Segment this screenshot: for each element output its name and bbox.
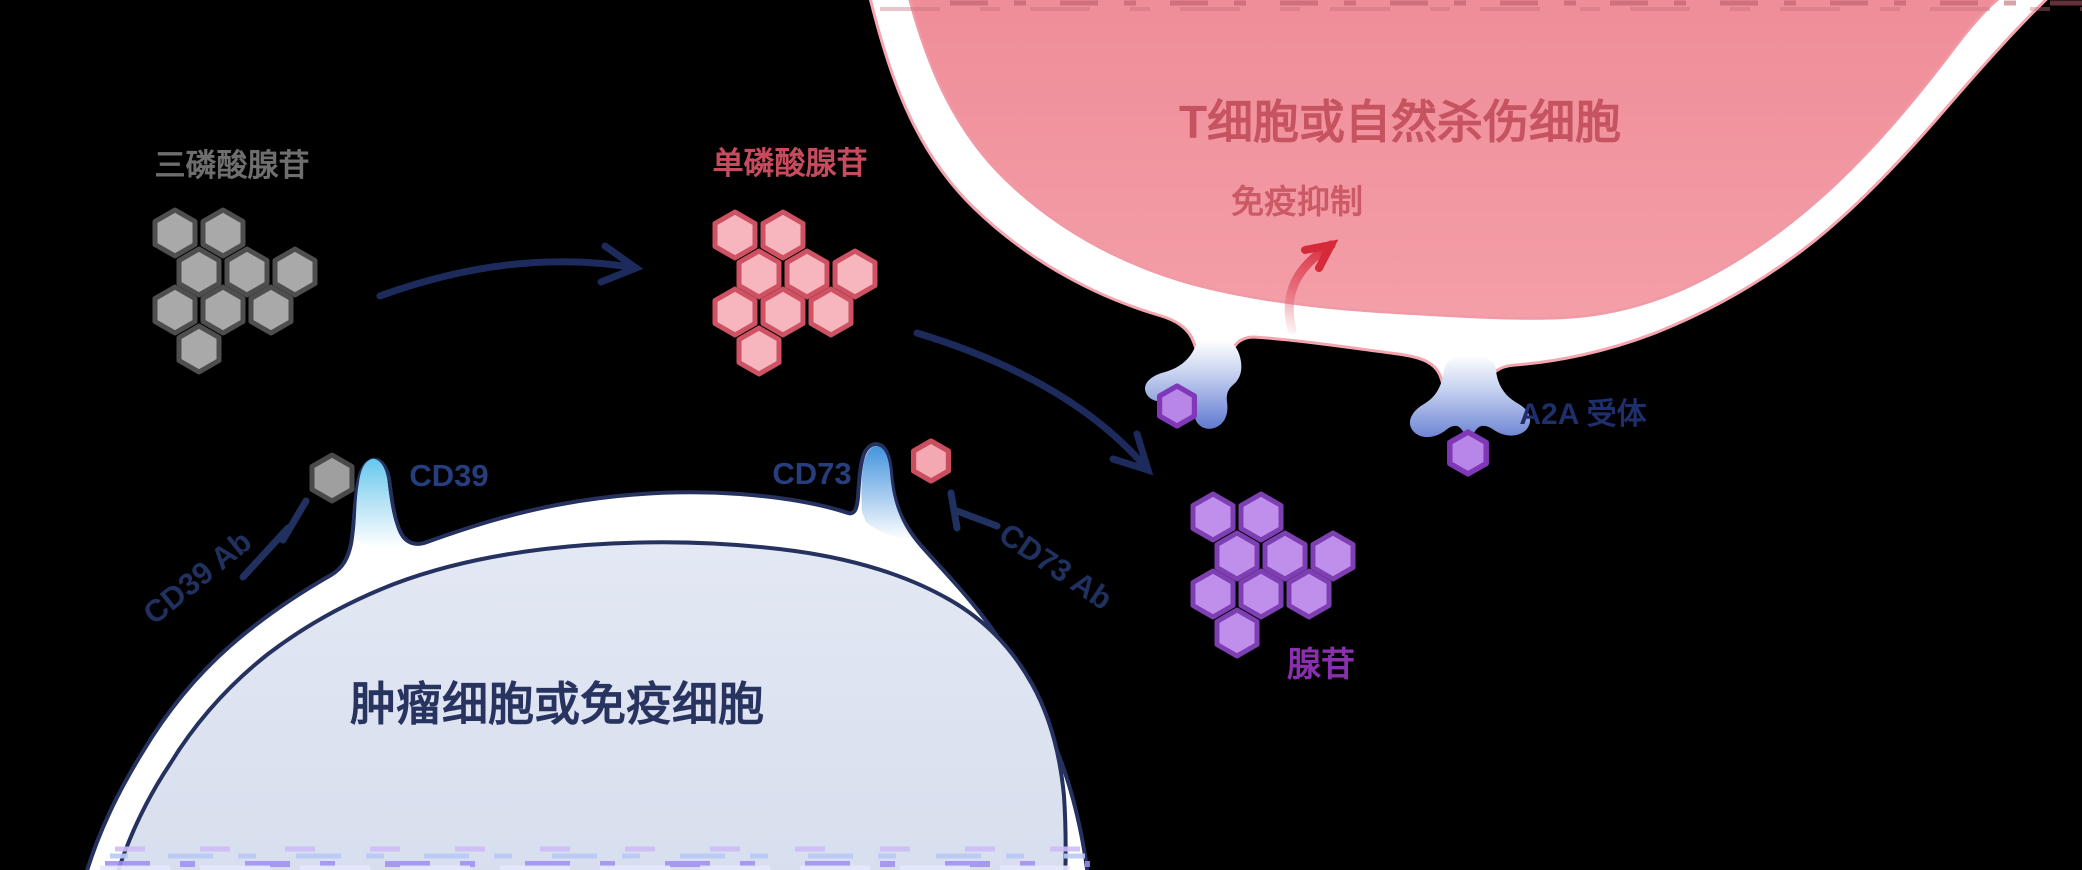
amp-label: 单磷酸腺苷 — [713, 146, 868, 181]
adenosine-molecule-bound — [1450, 432, 1486, 474]
adenosine-molecule-free — [1160, 386, 1195, 426]
cd73-label: CD73 — [772, 456, 851, 491]
compression-artifacts-top — [880, 0, 2082, 11]
tumor-cell: 肿瘤细胞或免疫细胞 — [85, 442, 1092, 870]
atp-label: 三磷酸腺苷 — [155, 148, 310, 183]
a2a-receptor — [1409, 356, 1531, 438]
adenosine-label: 腺苷 — [1287, 646, 1355, 684]
conversion-arrow-atp-amp — [376, 242, 644, 300]
cd73-ab-inhibition-symbol — [947, 489, 1001, 532]
a2a-receptor-label: A2A 受体 — [1519, 398, 1647, 431]
t-cell: T细胞或自然杀伤细胞 免疫抑制 A2A 受体 — [868, 0, 2082, 474]
atp-molecule-bound — [312, 455, 352, 501]
cd39-label: CD39 — [409, 458, 488, 493]
amp-molecule-bound — [914, 441, 949, 481]
membrane-receptor — [1144, 339, 1242, 429]
tumor-cell-body — [116, 540, 1068, 870]
immunosuppression-arrow — [1284, 239, 1339, 335]
t-cell-body — [908, 0, 2000, 320]
tumor-cell-label: 肿瘤细胞或免疫细胞 — [350, 678, 764, 730]
cd39-ab-inhibition-symbol — [239, 497, 310, 581]
immunosuppression-label: 免疫抑制 — [1231, 183, 1363, 220]
conversion-arrow-amp-adenosine — [913, 329, 1154, 476]
compression-artifacts-bottom — [100, 846, 1092, 870]
t-cell-label: T细胞或自然杀伤细胞 — [1179, 96, 1621, 148]
cd39-enzyme — [355, 458, 410, 548]
cd73-enzyme — [861, 446, 916, 543]
